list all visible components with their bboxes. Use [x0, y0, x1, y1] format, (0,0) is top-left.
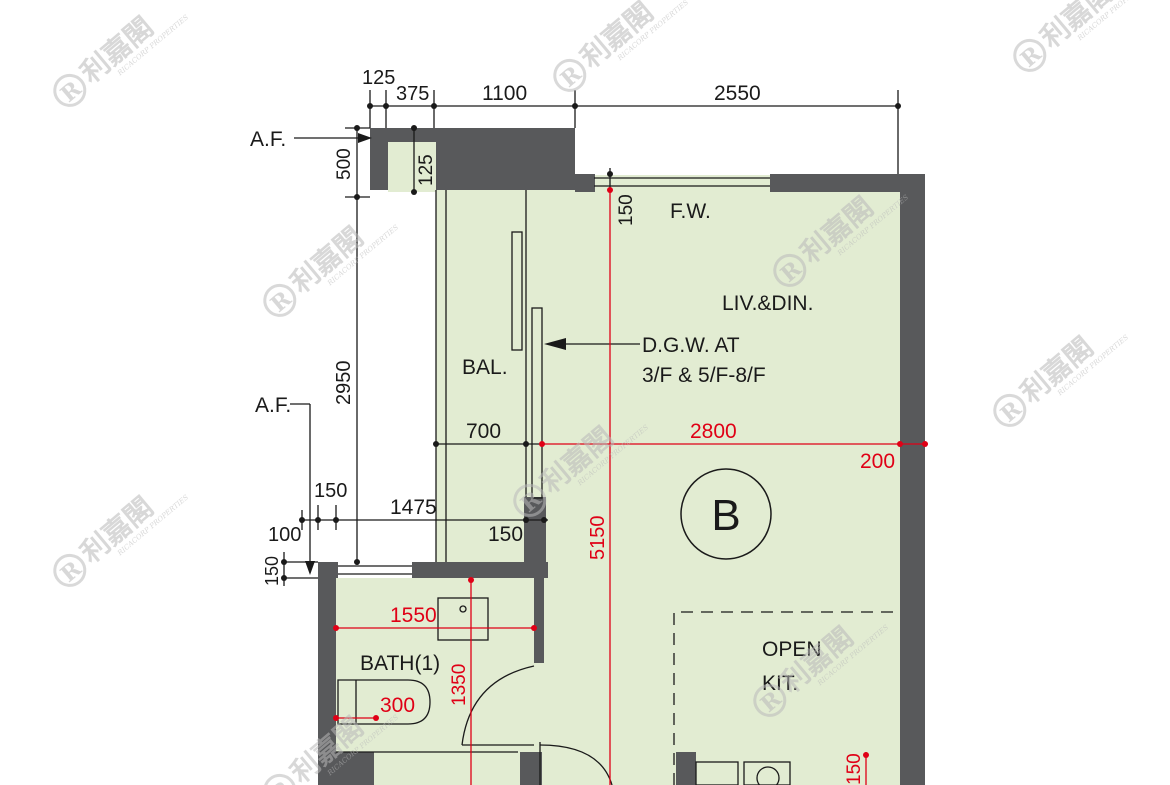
- dim-red-1350: 1350: [449, 664, 470, 706]
- plan-linework: [336, 177, 791, 785]
- dim-red-1550: 1550: [390, 604, 437, 627]
- wall-top-left: [370, 128, 575, 190]
- dim-top-375: 375: [396, 83, 429, 105]
- label-bath: BATH(1): [360, 652, 440, 675]
- wall-bath-top-2: [412, 562, 548, 578]
- wall-bath-right: [534, 578, 544, 663]
- dim-mid-150: 150: [488, 523, 523, 546]
- watermark-logo-ring: [53, 553, 87, 587]
- watermark-logo-ring: [263, 283, 297, 317]
- black-dimension-dots: [281, 103, 901, 581]
- label-af-left: A.F.: [255, 394, 291, 417]
- dim-red-200: 200: [860, 450, 895, 473]
- window-sill: [594, 175, 770, 190]
- wall-bottom-left: [318, 752, 374, 785]
- balcony-area: [436, 190, 526, 562]
- glass-wall-arrow: [544, 338, 566, 350]
- label-open-kit-1: OPEN: [762, 638, 822, 661]
- watermark-logo-ring: [553, 58, 587, 92]
- label-fixed-window: F.W.: [670, 200, 711, 223]
- af-top-arrow: [358, 133, 372, 143]
- label-open-kit-2: KIT.: [762, 672, 798, 695]
- wall-bottom-mid: [520, 752, 542, 785]
- dim-top-125: 125: [362, 67, 395, 89]
- label-living-dining: LIV.&DIN.: [722, 292, 813, 315]
- af-left-arrow: [305, 561, 315, 575]
- wall-top-right: [770, 174, 925, 192]
- dim-left-2950: 2950: [333, 361, 355, 406]
- label-balcony: BAL.: [462, 356, 508, 379]
- dim-top-1100: 1100: [482, 82, 527, 105]
- watermark-logo-ring: [773, 253, 807, 287]
- watermark-logo-ring: [993, 393, 1027, 427]
- label-af-top: A.F.: [250, 128, 286, 151]
- watermark-chinese: 利嘉閣: [1034, 0, 1120, 55]
- dim-red-5150: 5150: [587, 516, 609, 561]
- bath-area: [336, 578, 536, 785]
- red-dimension-dots: [333, 187, 928, 758]
- dim-left-500: 500: [334, 148, 355, 180]
- dim-left-125: 125: [416, 154, 437, 186]
- dim-red-2800: 2800: [690, 420, 737, 443]
- label-glass-wall-1: D.G.W. AT: [642, 334, 740, 357]
- watermark-logo-mark: R: [266, 776, 297, 785]
- dim-left-150: 150: [314, 480, 347, 502]
- dim-bal-700: 700: [466, 420, 501, 443]
- af-recess: [388, 142, 436, 192]
- wall-top-window-head: [575, 174, 595, 192]
- watermark-logo-ring: [263, 773, 297, 785]
- dim-left-100: 100: [268, 524, 301, 546]
- unit-badge-circle: [680, 468, 772, 560]
- dim-red-300: 300: [380, 694, 415, 717]
- dim-mid-1475: 1475: [390, 496, 437, 519]
- watermark-logo-ring: [753, 683, 787, 717]
- unit-badge-letter: B: [711, 491, 740, 540]
- wall-bath-left: [318, 562, 336, 785]
- watermark-logo-ring: [513, 483, 547, 517]
- dim-top-2550: 2550: [714, 82, 761, 105]
- watermark-logo-ring: [53, 73, 87, 107]
- open-kitchen-boundary: [673, 611, 900, 785]
- label-glass-wall-2: 3/F & 5/F-8/F: [642, 364, 766, 387]
- watermark-logo-ring: [1013, 38, 1047, 72]
- wall-right: [900, 174, 925, 785]
- dim-red-win-150: 150: [616, 194, 637, 226]
- entry-area: [536, 665, 626, 785]
- dim-red-kit-150: 150: [844, 753, 865, 785]
- dim-left-15c: 150: [262, 556, 282, 586]
- wall-kit-bottom: [676, 752, 696, 785]
- wall-bal-stub: [524, 497, 546, 578]
